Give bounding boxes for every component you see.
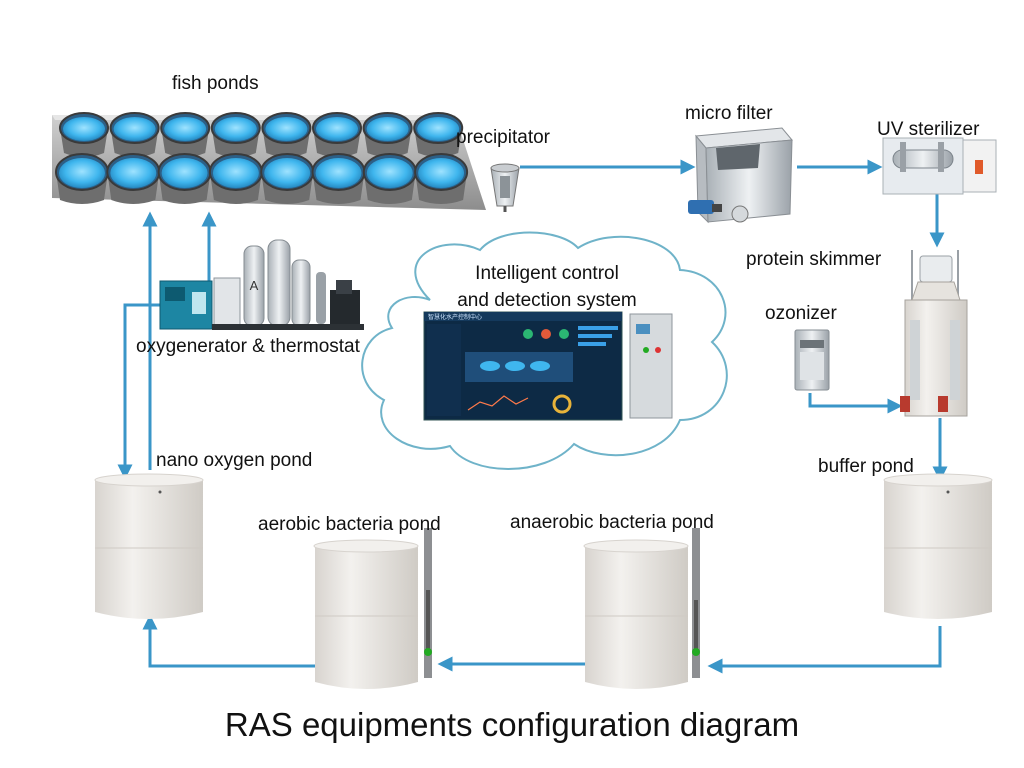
tank-a-letter: A: [250, 278, 259, 293]
fish-pond: [208, 153, 263, 204]
fish-pond: [157, 153, 212, 204]
fish-pond: [109, 112, 160, 157]
fish-pond: [55, 153, 109, 204]
screen-title: 智慧化水产控制中心: [428, 313, 482, 321]
nano-oxygen-pond-label: nano oxygen pond: [156, 450, 313, 471]
ozonizer-label: ozonizer: [765, 303, 837, 324]
fish-pond: [210, 112, 261, 157]
fish-pond: [311, 153, 366, 204]
micro-filter-label: micro filter: [685, 103, 773, 124]
diagram-title: RAS equipments configuration diagram: [224, 706, 800, 743]
aerobic-bacteria-pond-label: aerobic bacteria pond: [258, 514, 441, 535]
fish-pond: [362, 112, 413, 157]
protein-skimmer-label: protein skimmer: [746, 249, 882, 270]
fish-pond: [261, 112, 312, 157]
ozonizer: [794, 329, 830, 391]
nano-oxygen-pond: [94, 473, 204, 619]
anaerobic-bacteria-pond: [583, 528, 700, 689]
anaerobic-bacteria-pond-label: anaerobic bacteria pond: [510, 512, 714, 533]
fish-pond: [312, 112, 362, 157]
aerobic-bacteria-pond: [313, 528, 432, 689]
oxygenerator-thermostat: A B: [159, 239, 364, 330]
pipe-oxy-to-nano: [117, 303, 210, 480]
control-screen: 智慧化水产控制中心: [423, 311, 673, 421]
fish-pond: [414, 153, 469, 204]
pipe-buffer-to-anaerobic: [707, 626, 942, 674]
pipe-aerobic-to-nano: [142, 614, 315, 668]
uv-sterilizer-label: UV sterilizer: [877, 119, 980, 140]
fish-pond: [413, 112, 464, 157]
buffer-pond: [883, 473, 993, 619]
protein-skimmer: [900, 250, 968, 417]
uv-sterilizer: [882, 137, 997, 195]
oxygenerator-label: oxygenerator & thermostat: [136, 336, 360, 357]
precipitator-label: precipitator: [456, 127, 550, 148]
fish-pond: [362, 153, 417, 204]
pipe-ozonizer-to-skimmer: [808, 393, 903, 414]
fish-pond: [106, 153, 161, 204]
fish-ponds-label: fish ponds: [172, 73, 259, 94]
fish-pond: [59, 112, 109, 157]
precipitator: [490, 163, 520, 212]
buffer-pond-label: buffer pond: [818, 456, 914, 477]
fish-ponds: [55, 112, 469, 204]
control-system-label: Intelligent control and detection system: [432, 260, 662, 314]
control-label-line2: and detection system: [457, 290, 637, 311]
fish-pond: [260, 153, 315, 204]
control-label-line1: Intelligent control: [475, 263, 619, 284]
micro-filter: [688, 127, 793, 224]
fish-pond: [160, 112, 211, 157]
